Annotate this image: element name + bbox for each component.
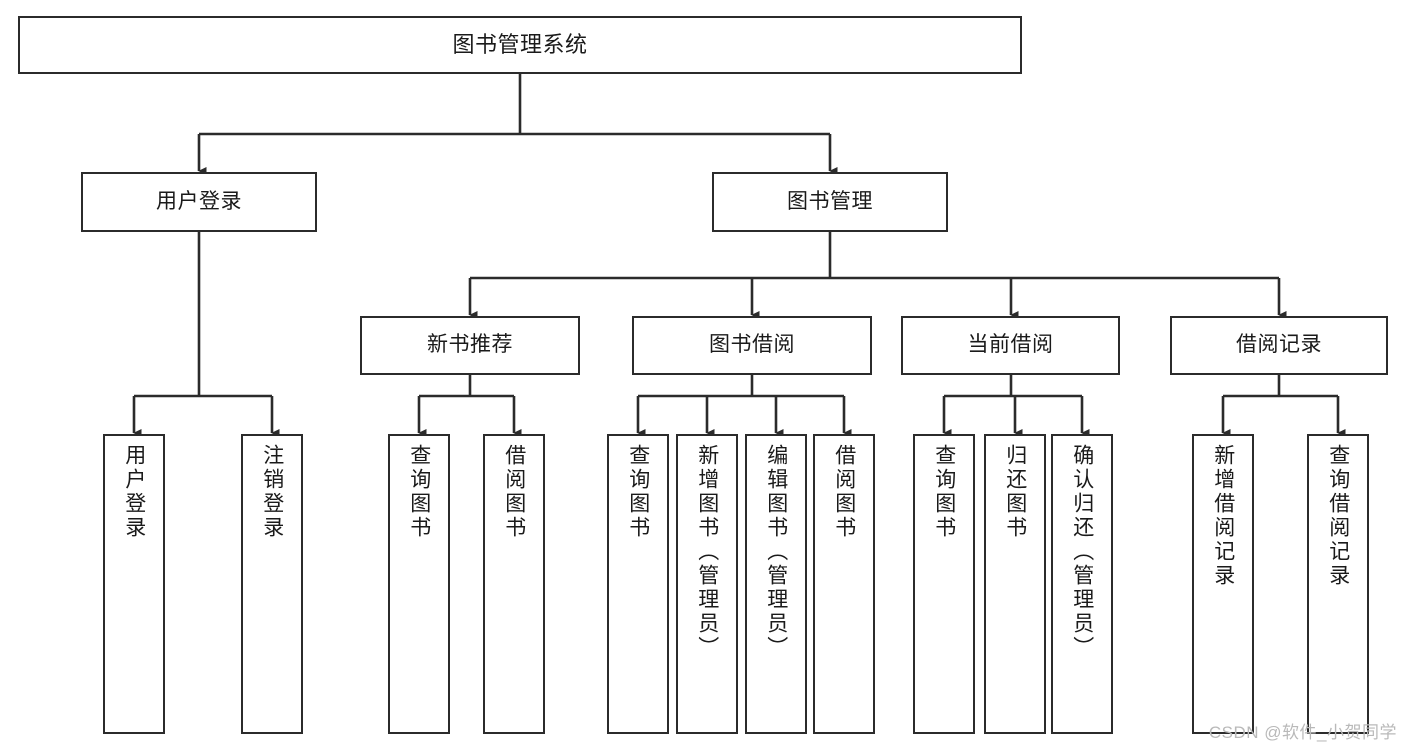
node-label: 注销登录 — [260, 444, 284, 540]
root-node[interactable]: 图书管理系统 — [18, 16, 1022, 74]
node-label: 查询图书 — [407, 444, 431, 540]
leaf-node[interactable]: 查询借阅记录 — [1307, 434, 1369, 734]
node-label: 图书借阅 — [709, 333, 795, 357]
watermark: CSDN @软件_小贺同学 — [1208, 723, 1397, 742]
branch-node[interactable]: 图书借阅 — [632, 316, 872, 375]
node-label: 新增图书（管理员） — [695, 444, 719, 660]
node-label: 借阅图书 — [502, 444, 526, 540]
node-label: 图书管理系统 — [452, 32, 588, 58]
leaf-node[interactable]: 借阅图书 — [813, 434, 875, 734]
leaf-node[interactable]: 查询图书 — [388, 434, 450, 734]
node-label: 查询图书 — [932, 444, 956, 540]
leaf-node[interactable]: 查询图书 — [607, 434, 669, 734]
branch-node[interactable]: 借阅记录 — [1170, 316, 1388, 375]
leaf-node[interactable]: 新增图书（管理员） — [676, 434, 738, 734]
node-label: 用户登录 — [122, 444, 146, 540]
branch-node[interactable]: 当前借阅 — [901, 316, 1120, 375]
leaf-node[interactable]: 借阅图书 — [483, 434, 545, 734]
node-label: 当前借阅 — [967, 333, 1054, 357]
branch-node[interactable]: 图书管理 — [712, 172, 948, 232]
leaf-node[interactable]: 确认归还（管理员） — [1051, 434, 1113, 734]
leaf-node[interactable]: 查询图书 — [913, 434, 975, 734]
node-label: 借阅图书 — [832, 444, 856, 540]
leaf-node[interactable]: 用户登录 — [103, 434, 165, 734]
node-label: 归还图书 — [1003, 444, 1027, 540]
node-label: 编辑图书（管理员） — [764, 444, 788, 660]
node-label: 查询图书 — [626, 444, 650, 540]
node-label: 借阅记录 — [1236, 333, 1322, 357]
leaf-node[interactable]: 新增借阅记录 — [1192, 434, 1254, 734]
node-label: 查询借阅记录 — [1326, 444, 1350, 588]
node-label: 图书管理 — [787, 189, 873, 213]
leaf-node[interactable]: 编辑图书（管理员） — [745, 434, 807, 734]
node-label: 新书推荐 — [427, 333, 513, 357]
node-label: 确认归还（管理员） — [1070, 444, 1094, 660]
node-label: 新增借阅记录 — [1211, 444, 1235, 588]
leaf-node[interactable]: 注销登录 — [241, 434, 303, 734]
node-label: 用户登录 — [156, 189, 242, 213]
branch-node[interactable]: 用户登录 — [81, 172, 317, 232]
leaf-node[interactable]: 归还图书 — [984, 434, 1046, 734]
branch-node[interactable]: 新书推荐 — [360, 316, 580, 375]
